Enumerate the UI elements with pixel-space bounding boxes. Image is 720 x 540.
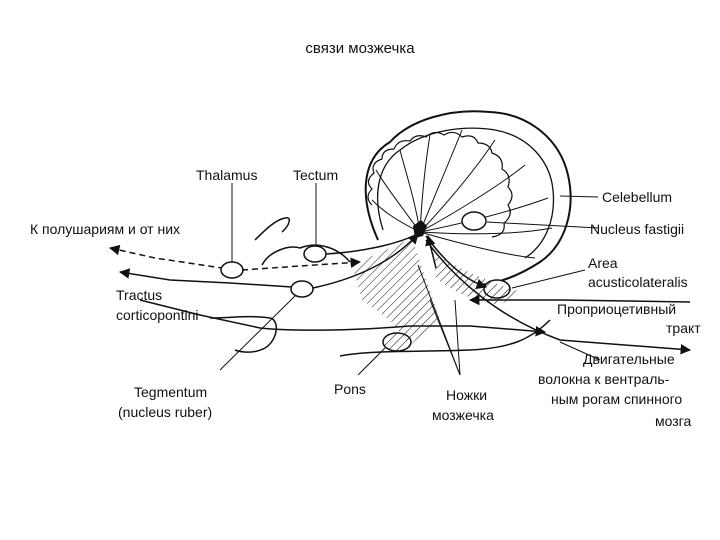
label-motor-3: ным рогам спинного: [551, 391, 682, 407]
label-tractus-2: corticopontini: [116, 307, 199, 323]
fastigii-nucleus: [461, 211, 487, 231]
label-area-1: Area: [588, 255, 618, 271]
label-tectum: Tectum: [293, 167, 338, 183]
label-thalamus: Thalamus: [196, 167, 257, 183]
label-motor-1: Двигательные: [583, 351, 675, 367]
cerebellum-shape: [364, 110, 572, 286]
label-pons: Pons: [334, 381, 366, 397]
label-motor-2: волокна к вентраль-: [538, 371, 670, 387]
label-legs-2: мозжечка: [432, 407, 494, 423]
tectum-nucleus: [303, 245, 327, 263]
peduncle-hatch-right: [432, 252, 520, 305]
label-area-2: acusticolateralis: [588, 274, 688, 290]
label-tegmentum-2: (nucleus ruber): [118, 404, 212, 420]
thalamus-nucleus: [220, 261, 244, 279]
slide-title: связи мозжечка: [305, 40, 415, 57]
label-hemispheres: К полушариям и от них: [30, 221, 180, 237]
tegmentum-nucleus: [290, 280, 314, 298]
label-fastigii: Nucleus fastigii: [590, 221, 684, 237]
pointer-lines: [219, 183, 601, 376]
label-proprio-1: Проприоцетивный: [557, 301, 676, 317]
pathways: [108, 233, 692, 355]
label-tractus-1: Tractus: [116, 287, 162, 303]
radiating-fibers: [371, 129, 553, 259]
label-proprio-2: тракт: [666, 320, 701, 336]
label-motor-4: мозга: [655, 413, 691, 429]
label-tegmentum-1: Tegmentum: [134, 384, 207, 400]
label-cerebellum: Celebellum: [602, 189, 672, 205]
label-legs-1: Ножки: [446, 387, 487, 403]
peduncle-hatch-left: [352, 238, 440, 345]
